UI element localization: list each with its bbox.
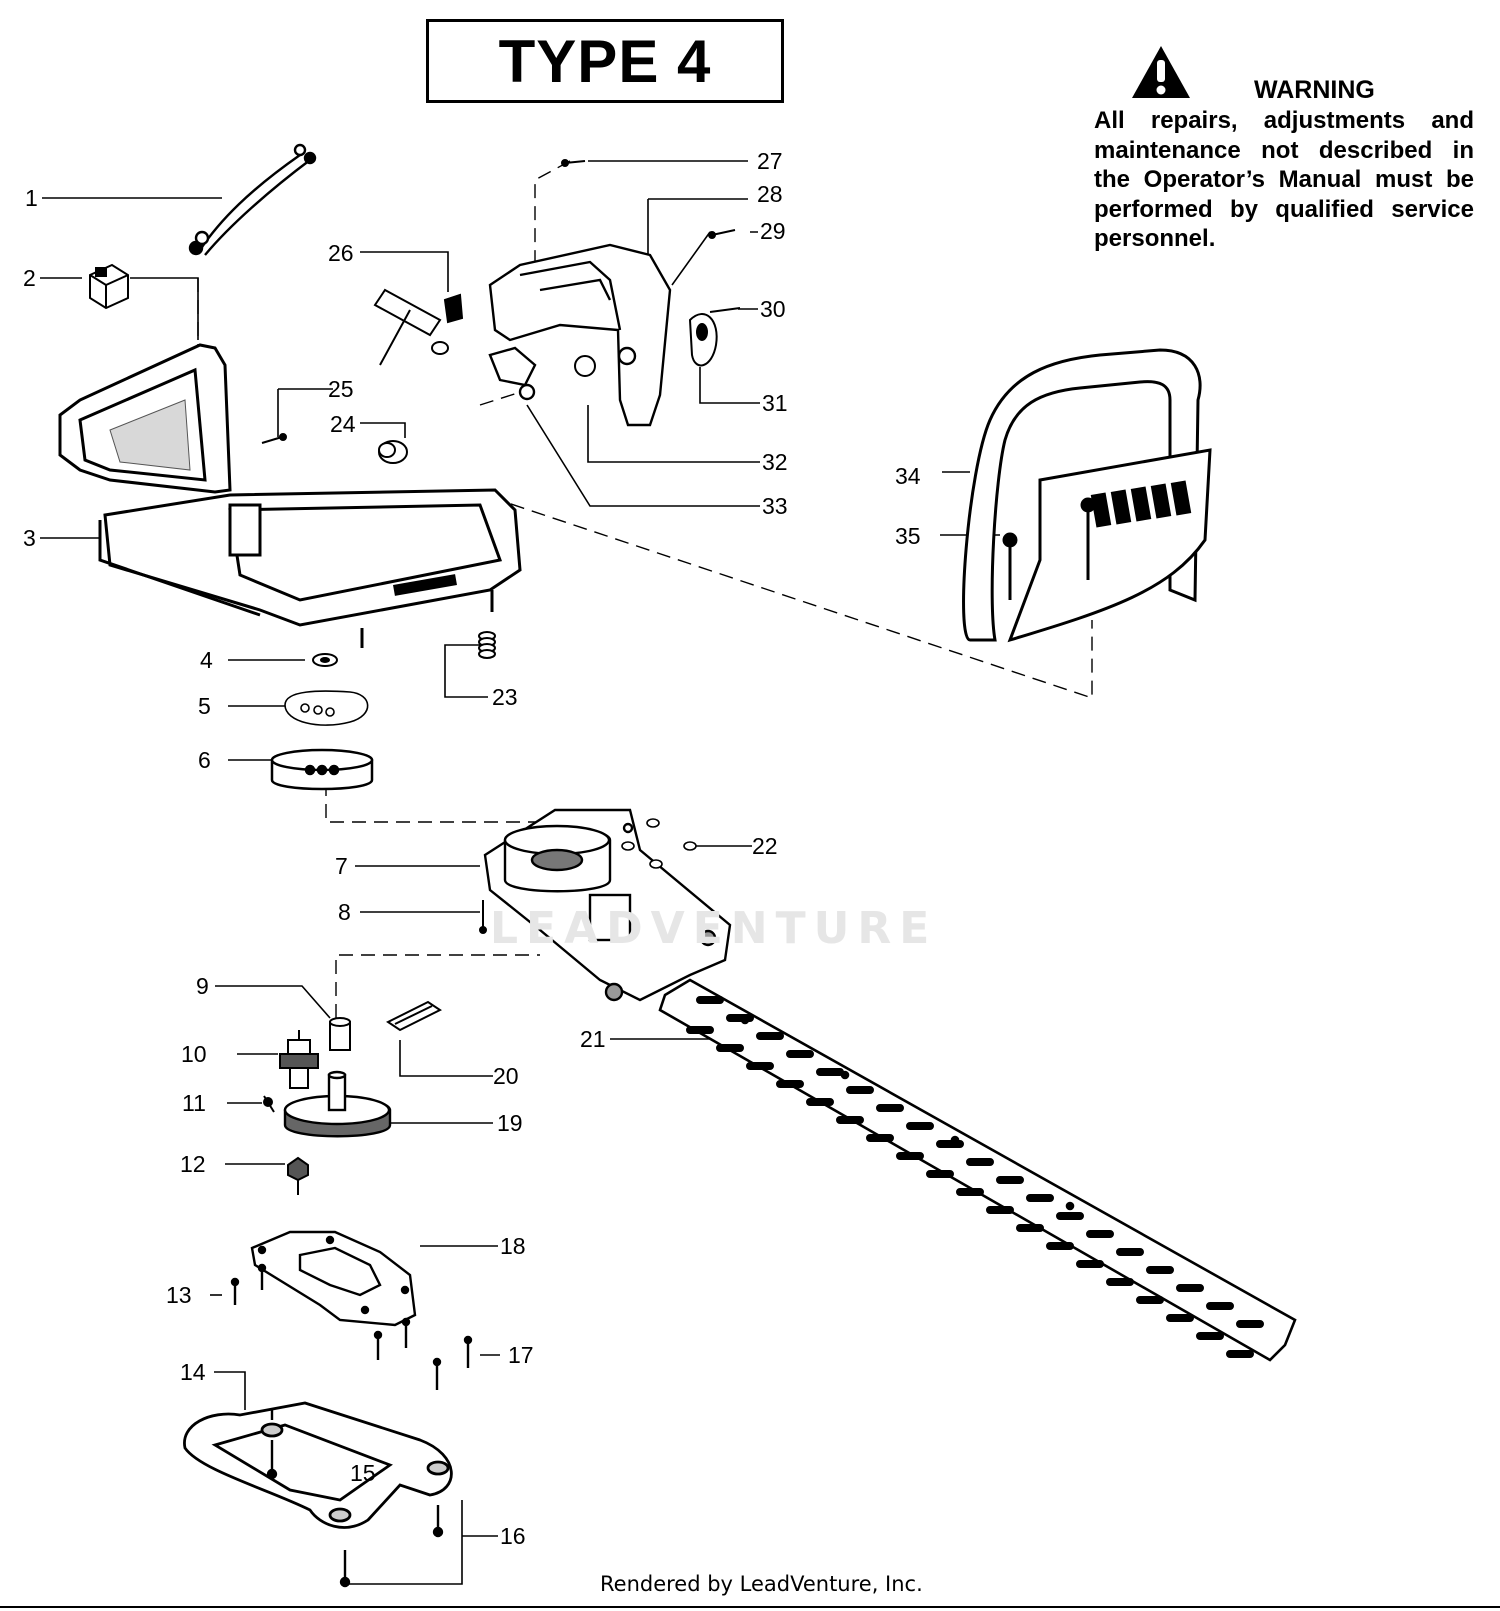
callout-24: 24 [330, 411, 356, 437]
callout-5: 5 [198, 693, 211, 719]
callout-7: 7 [335, 853, 348, 879]
callout-4: 4 [200, 647, 213, 673]
callout-20: 20 [493, 1063, 519, 1089]
leader-26 [360, 251, 449, 292]
wire-harness [188, 143, 317, 256]
callout-32: 32 [762, 449, 788, 475]
callout-9: 9 [196, 973, 209, 999]
callout-16: 16 [500, 1523, 526, 1549]
callout-19: 19 [497, 1110, 523, 1136]
type-title: TYPE 4 [426, 19, 784, 103]
plug [378, 440, 408, 464]
callout-22: 22 [752, 833, 778, 859]
callout-8: 8 [338, 899, 351, 925]
leader-16 [348, 1500, 498, 1585]
callout-34: 34 [895, 463, 921, 489]
spring-clip [574, 355, 596, 377]
switch [89, 263, 129, 310]
base-plate [183, 1401, 453, 1529]
callout-18: 18 [500, 1233, 526, 1259]
trigger [373, 288, 464, 366]
warning-text: All repairs, adjustments and maintenance… [1094, 107, 1474, 252]
leader-24 [360, 422, 406, 438]
bearing-ring [270, 748, 374, 791]
leader-33 [526, 404, 760, 507]
footer-rule [0, 1606, 1500, 1608]
callout-11: 11 [182, 1090, 206, 1116]
leader-14 [214, 1371, 246, 1410]
warning-block: WARNING All repairs, adjustments and mai… [1094, 44, 1474, 254]
callout-1: 1 [25, 185, 38, 211]
screws-13-17 [230, 1263, 473, 1390]
warning-icon [1132, 46, 1190, 98]
callout-33: 33 [762, 493, 788, 519]
vibration-plate [284, 690, 369, 726]
slider [386, 1000, 442, 1032]
nut-12 [287, 1156, 309, 1195]
footer-credit: Rendered by LeadVenture, Inc. [600, 1572, 923, 1596]
warning-heading: WARNING [1254, 76, 1375, 104]
leader-20 [399, 1040, 493, 1077]
rear-handle [58, 343, 522, 648]
leader-29 [671, 231, 758, 286]
callout-26: 26 [328, 240, 354, 266]
callout-12: 12 [180, 1151, 206, 1177]
callout-2: 2 [23, 265, 36, 291]
leader-9 [215, 985, 331, 1019]
callout-23: 23 [492, 684, 518, 710]
nuts [621, 818, 697, 869]
leader-31 [699, 367, 760, 404]
dash-3-34 [489, 496, 1093, 699]
blade [658, 978, 1297, 1362]
screw-8 [479, 900, 487, 934]
callout-31: 31 [762, 390, 788, 416]
callout-35: 35 [895, 523, 921, 549]
handle-cover [488, 243, 672, 427]
leader-25 [277, 388, 333, 437]
callout-28: 28 [757, 181, 783, 207]
washer [312, 653, 338, 667]
callout-13: 13 [166, 1282, 192, 1308]
callout-15: 15 [350, 1460, 376, 1486]
dash-27 [534, 160, 571, 262]
screw-11 [263, 1095, 275, 1113]
callout-3: 3 [23, 525, 36, 551]
dash-33 [479, 389, 528, 406]
callout-17: 17 [508, 1342, 534, 1368]
spring [478, 631, 496, 659]
pinion [279, 1030, 319, 1089]
callout-6: 6 [198, 747, 211, 773]
watermark-text: LEADVENTURE [490, 903, 938, 954]
leader-32 [587, 405, 760, 463]
front-handle [962, 348, 1212, 643]
bushing [329, 1017, 351, 1051]
leader-28 [647, 198, 748, 262]
callout-25: 25 [328, 376, 354, 402]
gearbox-housing [483, 808, 732, 1002]
gear [283, 1070, 392, 1138]
leader-23 [444, 644, 488, 698]
screws-15-16 [266, 1410, 444, 1588]
callout-30: 30 [760, 296, 786, 322]
screws-top [561, 159, 736, 239]
callout-21: 21 [580, 1026, 606, 1052]
cover-plate [250, 1230, 417, 1327]
callout-14: 14 [180, 1359, 206, 1385]
callout-27: 27 [757, 148, 783, 174]
callout-10: 10 [181, 1041, 207, 1067]
warning-header: WARNING [1094, 44, 1474, 106]
dash-9-gear [335, 954, 540, 1018]
screw-25 [261, 433, 287, 444]
lock-button [688, 307, 741, 367]
callout-29: 29 [760, 218, 786, 244]
